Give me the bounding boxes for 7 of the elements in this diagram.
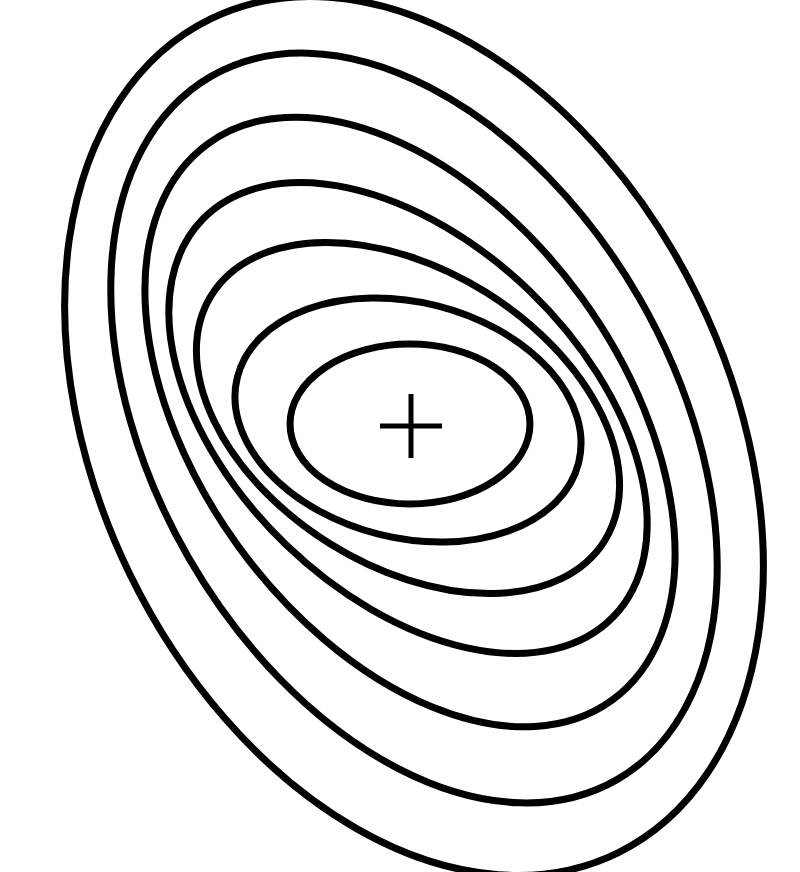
ellipse-outline [165,179,651,657]
ellipse-outline [107,49,721,807]
ellipse-outline [192,238,624,598]
ellipse-outline [231,294,585,546]
ellipse-outline [141,113,679,731]
ellipse-outline [286,340,534,508]
ellipse-outline [61,0,767,872]
